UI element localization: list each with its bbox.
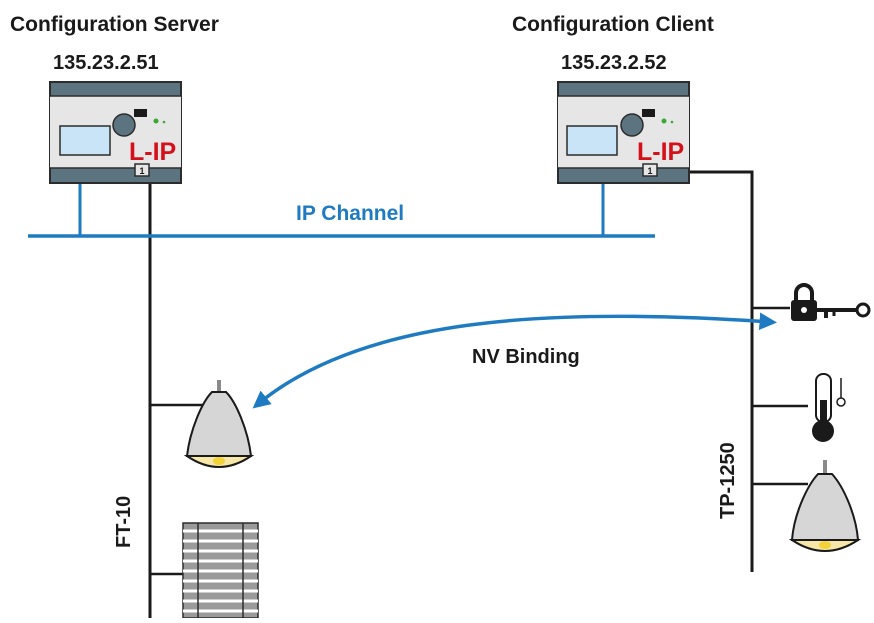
ip-channel-label: IP Channel xyxy=(296,202,404,225)
client-brand-logo: L-IP xyxy=(637,138,684,166)
lamp-icon xyxy=(788,460,862,552)
server-display xyxy=(59,125,111,156)
thermometer-icon xyxy=(812,373,846,442)
server-brand-logo: L-IP xyxy=(129,138,176,166)
nv-binding-arrow xyxy=(252,312,777,409)
nv-binding-label: NV Binding xyxy=(472,346,580,368)
key-lock-icon xyxy=(791,283,871,321)
client-led xyxy=(661,118,667,124)
blinds-icon xyxy=(182,522,259,619)
server-led xyxy=(153,118,159,124)
client-port-number: 1 xyxy=(647,166,652,176)
server-port-number: 1 xyxy=(139,166,144,176)
client-port xyxy=(642,163,658,177)
client-ip: 135.23.2.52 xyxy=(561,52,667,74)
tp1250-label: TP-1250 xyxy=(717,442,739,519)
client-service-button xyxy=(620,113,644,137)
server-title: Configuration Server xyxy=(10,13,219,36)
lamp-icon xyxy=(183,380,255,468)
server-device: 1 L-IP xyxy=(49,81,182,184)
ft10-label: FT-10 xyxy=(113,496,135,548)
server-ip: 135.23.2.51 xyxy=(53,52,159,74)
server-service-button xyxy=(112,113,136,137)
server-port xyxy=(134,163,150,177)
tp1250-channel-line xyxy=(688,170,754,572)
client-display xyxy=(566,125,618,156)
client-title: Configuration Client xyxy=(512,13,714,36)
client-device: 1 L-IP xyxy=(557,81,690,184)
